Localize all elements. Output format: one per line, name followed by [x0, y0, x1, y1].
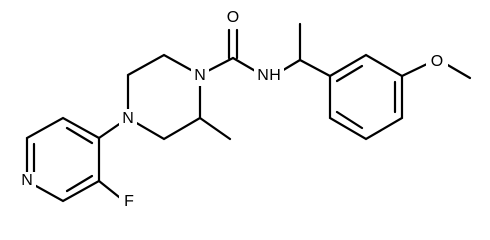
chemical-structure-diagram: O N H N N N F O	[18, 8, 472, 212]
amide-linkage	[198, 56, 302, 77]
methoxy-oxygen-label: O	[431, 53, 443, 70]
amide-hydrogen-label: H	[269, 67, 281, 84]
carbonyl-group	[227, 28, 239, 60]
piperazine-ring	[126, 53, 202, 141]
methoxy-group	[400, 62, 472, 80]
methoxyphenyl-ring	[328, 53, 404, 141]
chiral-ethyl-linker	[298, 22, 332, 78]
piperazine-nitrogen-4-label: N	[122, 110, 134, 127]
piperazine-nitrogen-1-label: N	[194, 67, 206, 84]
oxygen-atom-label: O	[227, 9, 239, 26]
fluorine-atom-label: F	[124, 193, 134, 210]
pyridine-nitrogen-label: N	[21, 172, 33, 189]
piperazine-methyl	[198, 116, 232, 141]
amide-nitrogen-label: N	[257, 67, 269, 84]
fluoropyridine-ring	[25, 116, 101, 203]
atom-labels: O N H N N N F O	[18, 8, 448, 212]
